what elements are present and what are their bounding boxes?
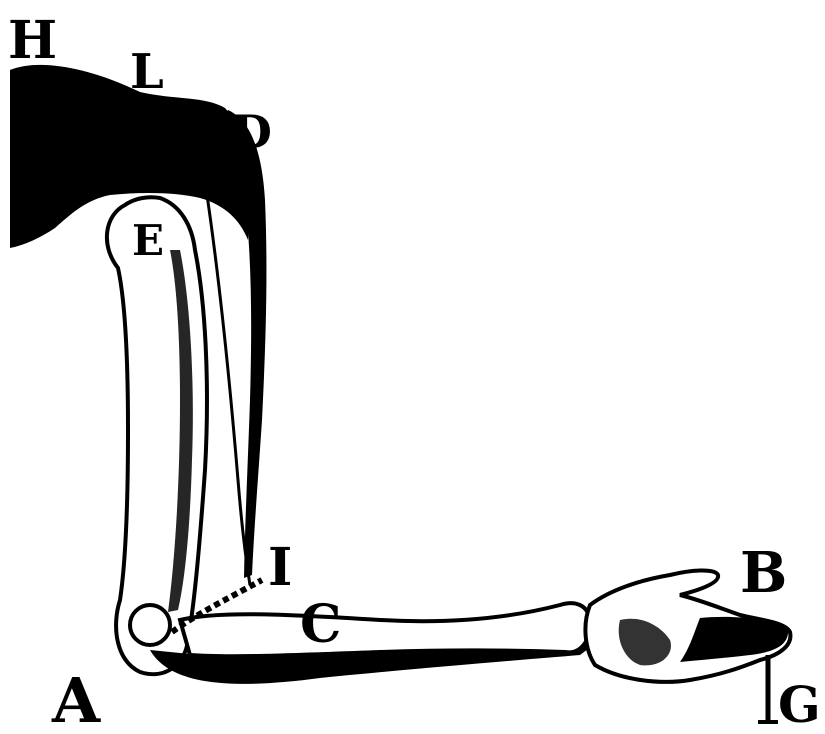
elbow-joint bbox=[130, 605, 170, 645]
label-H: H bbox=[8, 10, 57, 71]
label-G: G bbox=[778, 675, 821, 734]
label-I: I bbox=[268, 537, 292, 598]
label-A: A bbox=[51, 664, 101, 734]
label-D: D bbox=[232, 105, 272, 159]
label-E: E bbox=[132, 216, 164, 265]
label-L: L bbox=[130, 44, 164, 100]
label-C: C bbox=[300, 594, 341, 655]
label-B: B bbox=[740, 540, 787, 606]
forearm-bone bbox=[180, 603, 590, 656]
